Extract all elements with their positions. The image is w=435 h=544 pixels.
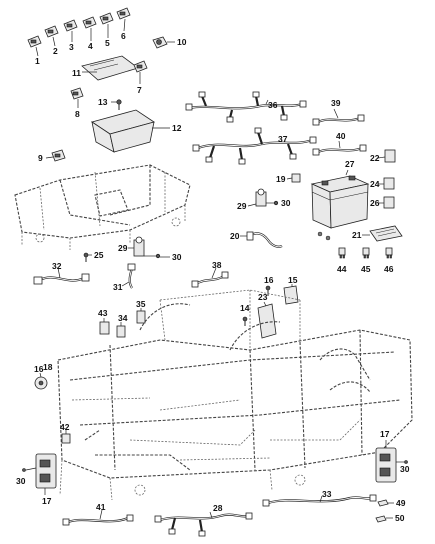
callout-40: 40 (336, 131, 346, 141)
callout-27: 27 (345, 159, 355, 169)
callout-4: 4 (88, 41, 93, 51)
callout-22: 22 (370, 153, 380, 163)
relay-19 (286, 173, 301, 183)
storage-box-12 (91, 109, 170, 153)
callout-39: 39 (331, 98, 341, 108)
rocker-switches (27, 7, 131, 57)
fuses-44-46 (338, 247, 393, 259)
callout-17-left: 17 (42, 496, 52, 506)
sensor-42 (61, 430, 71, 444)
callout-30-upper: 30 (281, 198, 291, 208)
switch-7 (133, 60, 148, 84)
bracket-15 (283, 284, 299, 305)
callout-16-horn: 16 (34, 364, 44, 374)
callout-44: 44 (337, 264, 347, 274)
callout-28: 28 (213, 503, 223, 513)
callout-20: 20 (230, 231, 240, 241)
callout-7: 7 (137, 85, 142, 95)
callout-30-right: 30 (400, 464, 410, 474)
front-frame-section (14, 164, 191, 250)
callout-33: 33 (322, 489, 332, 499)
callout-6: 6 (121, 31, 126, 41)
callout-29-upper: 29 (237, 201, 247, 211)
callout-23: 23 (258, 292, 268, 302)
callout-11: 11 (72, 68, 81, 78)
wire-32 (33, 267, 90, 285)
wire-40 (312, 140, 367, 156)
callout-38: 38 (212, 260, 222, 270)
callout-13: 13 (98, 97, 108, 107)
switch-9 (45, 149, 66, 162)
callout-46: 46 (384, 264, 394, 274)
callout-43: 43 (98, 308, 108, 318)
module-23 (257, 301, 277, 339)
callout-49: 49 (396, 498, 406, 508)
callout-2: 2 (53, 46, 58, 56)
wire-41 (62, 509, 134, 526)
battery-27 (310, 169, 370, 241)
sensor-29-lower (128, 236, 161, 259)
callout-21: 21 (352, 230, 362, 240)
harness-28 (154, 511, 253, 537)
callout-1: 1 (35, 56, 40, 66)
callout-3: 3 (69, 42, 74, 52)
harness-37 (192, 127, 317, 165)
callout-34: 34 (118, 313, 128, 323)
callout-16: 16 (264, 275, 274, 285)
connector-part-10 (152, 36, 175, 49)
callout-10: 10 (177, 37, 187, 47)
wire-39 (312, 108, 365, 126)
sensor-34 (116, 322, 126, 338)
wire-33 (262, 494, 377, 507)
callout-19: 19 (276, 174, 286, 184)
callout-8: 8 (75, 109, 80, 119)
light-assembly-left (22, 453, 57, 495)
sensor-29-upper (247, 188, 279, 207)
switch-8 (70, 87, 84, 108)
screw-13 (111, 99, 122, 110)
callout-29-lower: 29 (118, 243, 128, 253)
control-module-21 (362, 225, 403, 242)
callout-9: 9 (38, 153, 43, 163)
callout-17-right: 17 (380, 429, 390, 439)
relay-26 (378, 196, 395, 209)
sensor-35 (136, 308, 146, 324)
main-chassis-frame (57, 289, 413, 501)
callout-50: 50 (395, 513, 405, 523)
screw-16 (265, 285, 271, 296)
screw-14 (242, 316, 248, 326)
switch-panel-11 (81, 55, 139, 81)
callout-18: 18 (43, 362, 53, 372)
sensor-43 (99, 318, 110, 335)
callout-37: 37 (278, 134, 288, 144)
clip-49 (377, 499, 394, 507)
callout-31: 31 (113, 282, 123, 292)
callout-5: 5 (105, 38, 110, 48)
clip-50 (375, 515, 393, 523)
callout-15: 15 (288, 275, 298, 285)
callout-30-left: 30 (16, 476, 26, 486)
callout-24: 24 (370, 179, 380, 189)
callout-12: 12 (172, 123, 182, 133)
callout-30-lower: 30 (172, 252, 182, 262)
callout-35: 35 (136, 299, 146, 309)
cable-20 (240, 231, 283, 248)
light-assembly-right (375, 440, 408, 483)
callout-45: 45 (361, 264, 371, 274)
callout-41: 41 (96, 502, 106, 512)
callout-36: 36 (268, 100, 278, 110)
cable-31 (121, 263, 136, 289)
wire-38 (191, 267, 229, 288)
callout-42: 42 (60, 422, 70, 432)
callout-25: 25 (94, 250, 104, 260)
relay-22 (377, 149, 396, 163)
callout-26: 26 (370, 198, 380, 208)
relay-24 (378, 177, 395, 190)
callout-14: 14 (240, 303, 250, 313)
screw-25 (83, 252, 92, 262)
callout-32: 32 (52, 261, 62, 271)
harness-36 (185, 91, 307, 123)
horn-18 (34, 372, 48, 390)
